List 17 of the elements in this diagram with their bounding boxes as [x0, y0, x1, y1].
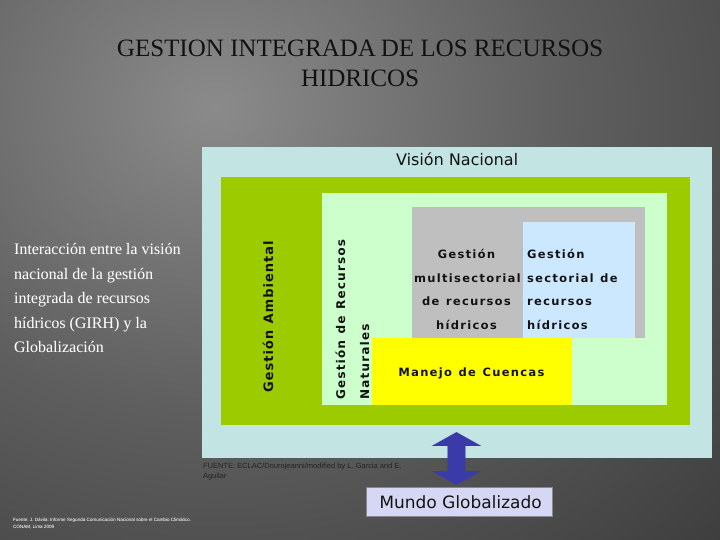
sector-box [523, 222, 635, 338]
multisector-box [412, 207, 645, 338]
node-label: Visión Nacional [394, 150, 520, 170]
watershed-box [372, 338, 572, 405]
vision-panel [202, 147, 712, 458]
global-box [366, 487, 553, 517]
node-label: Gestión multisectorial de recursos hídricos [414, 246, 520, 334]
double-arrow [432, 432, 482, 485]
title: GESTION INTEGRADA DE LOS RECURSOS HIDRICOS [116, 34, 604, 94]
management-band [221, 177, 690, 425]
node-label: Gestión sectorial de recursos hídricos [527, 246, 620, 334]
node-label: Gestión de Recursos Naturales [333, 236, 373, 399]
node-label: Gestión Ambiental [262, 238, 278, 392]
node-label: Mundo Globalizado [378, 492, 543, 514]
resources-band [322, 193, 667, 405]
node-label: Manejo de Cuencas [397, 364, 547, 380]
description-text: Interacción entre la visión nacional de la gestión integrada de recursos hídricos (GIRH) y la Globalización [14, 240, 182, 358]
